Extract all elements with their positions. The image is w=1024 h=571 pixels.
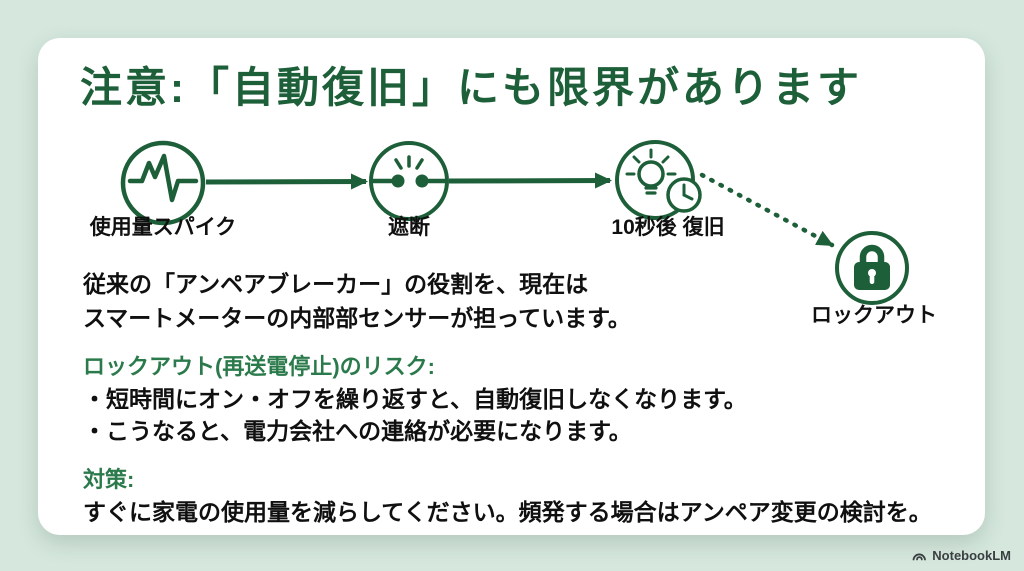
brand-label: NotebookLM <box>932 548 1011 563</box>
usage-spike-icon <box>127 153 199 203</box>
flow-step-label: 遮断 <box>388 215 430 239</box>
risk-bullet: ・短時間にオン・オフを繰り返すと、自動復旧しなくなります。 <box>83 386 747 412</box>
slide-card: 注意:「自動復旧」にも限界があります 使用量スパイク <box>38 38 985 535</box>
flow-step-label: ロックアウト <box>811 304 937 327</box>
risk-bullet: ・こうなると、電力会社への連絡が必要になります。 <box>83 418 632 444</box>
disconnect-icon <box>371 155 448 188</box>
flow-step-disconnect: 遮断 <box>369 141 449 239</box>
flow-step-label: 10秒後 復旧 <box>611 215 724 239</box>
page-title: 注意:「自動復旧」にも限界があります <box>80 64 862 111</box>
measure-text: すぐに家電の使用量を減らしてください。頻発する場合はアンペア変更の検討を。 <box>83 499 932 525</box>
flow-step-label: 使用量スパイク <box>89 215 237 239</box>
flow-step-lockout: ロックアウト <box>811 231 937 327</box>
notebooklm-logo-icon <box>912 553 927 561</box>
intro-paragraph: 従来の「アンペアブレーカー」の役割を、現在は スマートメーターの内部部センサーが… <box>83 267 631 335</box>
arrow-spike-to-disconnect <box>205 173 368 190</box>
flow-step-recovery: 10秒後 復旧 <box>611 140 725 239</box>
measure-section-heading: 対策: <box>83 467 135 492</box>
auto-recovery-flow-diagram: 使用量スパイク 遮断 <box>89 140 937 327</box>
arrow-disconnect-to-recovery <box>448 172 612 189</box>
notebooklm-brand: NotebookLM <box>911 548 1011 563</box>
dotted-arrow-recovery-to-lockout <box>699 172 835 248</box>
flow-step-usage-spike: 使用量スパイク <box>89 140 237 239</box>
risk-section-heading: ロックアウト(再送電停止)のリスク: <box>83 354 435 379</box>
lock-icon <box>854 244 890 290</box>
bulb-clock-icon <box>625 148 702 213</box>
intro-line: スマートメーターの内部部センサーが担っています。 <box>83 305 631 331</box>
intro-line: 従来の「アンペアブレーカー」の役割を、現在は <box>83 271 589 297</box>
